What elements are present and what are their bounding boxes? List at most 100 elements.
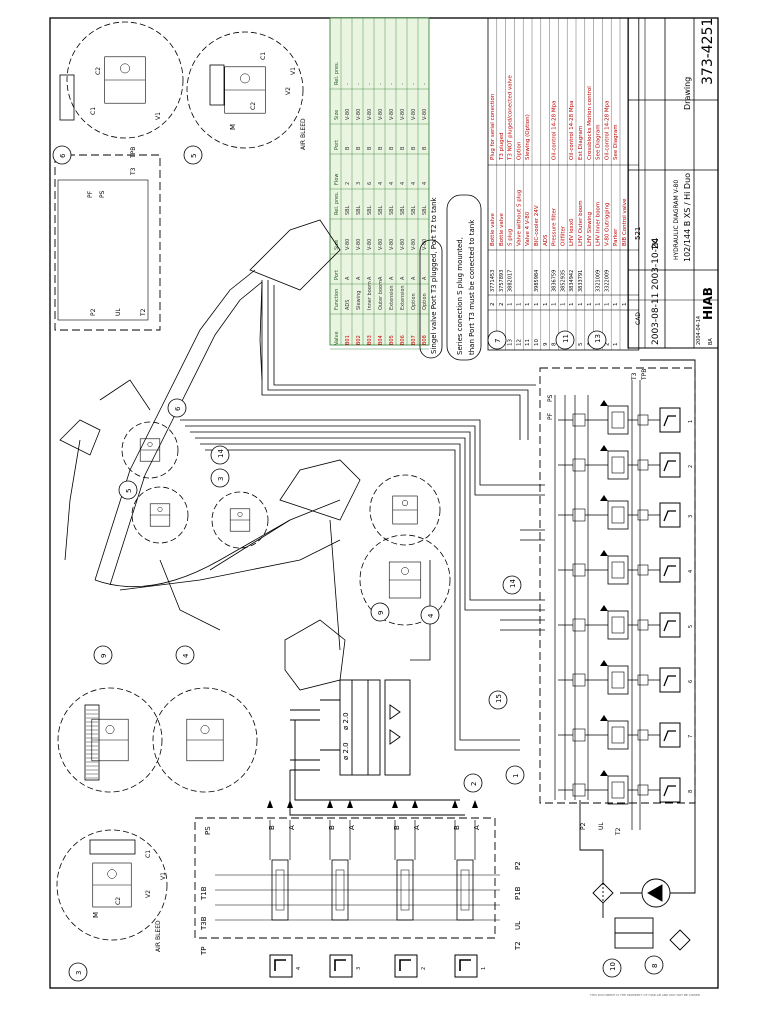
function-cell: SBL xyxy=(367,205,373,215)
outrigger-number: 1 xyxy=(481,967,487,970)
function-cell: V-80 xyxy=(400,109,406,120)
valve-spool xyxy=(611,616,625,634)
detail-circle-9 xyxy=(57,687,163,793)
outrigger-lever xyxy=(399,959,411,971)
outrigger-port-b: B xyxy=(453,825,461,830)
outrigger-port-b: B xyxy=(328,825,336,830)
port-ps-left: PS xyxy=(99,190,106,198)
function-cell: Extension xyxy=(400,285,406,310)
function-cell: V-80 xyxy=(367,109,373,120)
orifice-label-1: ø 2.0 xyxy=(342,712,350,730)
parts-qty: 1 xyxy=(560,303,566,307)
callout-number: 10 xyxy=(609,962,617,971)
detail-circle-4-small xyxy=(359,534,451,626)
detail-check xyxy=(237,511,243,517)
detail-circle-3-small xyxy=(211,491,269,549)
function-cell: V-80 xyxy=(422,239,428,250)
outrigger-port-b: B xyxy=(393,825,401,830)
function-cell: B08 xyxy=(422,335,428,345)
parts-qty: 1 xyxy=(569,303,575,307)
function-cell: B xyxy=(400,146,406,150)
parts-item: Valve 4 V-80 xyxy=(525,211,531,246)
port-ul-left: UL xyxy=(115,308,122,316)
drawing-code: 521 xyxy=(634,227,642,240)
function-cell: V-80 xyxy=(367,239,373,250)
valve-handle xyxy=(659,502,681,528)
detail-check xyxy=(107,869,117,879)
valve-section xyxy=(607,405,629,435)
function-cell: 3 xyxy=(356,182,362,185)
parts-item: Oilfilter xyxy=(560,225,566,246)
cooler-symbol xyxy=(669,929,691,951)
detail-check xyxy=(401,499,409,507)
port-ul: UL xyxy=(598,822,605,830)
pump-group xyxy=(579,359,696,951)
parts-desc: See Diagram xyxy=(596,124,602,160)
detail-check xyxy=(200,725,210,735)
function-cell: B05 xyxy=(389,335,395,345)
check-valve xyxy=(572,508,586,522)
parts-qty: 1 xyxy=(534,303,540,307)
parts-item: LHV Slewing xyxy=(587,212,593,246)
outrigger-number: 3 xyxy=(356,967,362,970)
callout-bubble xyxy=(644,955,664,975)
port-c2-3: C2 xyxy=(95,67,102,75)
port-ul-outrigger: UL xyxy=(514,921,522,930)
outrigger-cylinders: ø 2.0 ø 2.0 xyxy=(289,679,465,816)
check-valve xyxy=(572,563,586,577)
cylinder-icon xyxy=(89,839,136,855)
relief-valve xyxy=(637,564,649,576)
outrigger-arrow xyxy=(412,800,418,808)
port-c1-3: C1 xyxy=(90,107,97,115)
parts-qty: 1 xyxy=(508,303,514,307)
parts-item: Bottle valve xyxy=(499,212,505,246)
function-header: Size xyxy=(334,110,340,120)
parts-desc: T3 pluged xyxy=(499,133,505,161)
port-arrow xyxy=(600,715,608,721)
valve-handle xyxy=(659,667,681,693)
outrigger-number: 2 xyxy=(421,967,427,970)
callout-number: 7 xyxy=(494,339,502,343)
callout-number: 14 xyxy=(217,449,225,458)
ads-panel xyxy=(84,704,100,781)
parts-number: 3833791 xyxy=(578,270,584,292)
check-valve xyxy=(572,728,586,742)
function-cell: B xyxy=(356,146,362,150)
outrigger-lever xyxy=(459,959,471,971)
parts-number: 3852935 xyxy=(560,270,566,292)
parts-qty: 1 xyxy=(587,303,593,307)
parts-number: 3757893 xyxy=(499,270,505,292)
function-cell: 4 xyxy=(411,182,417,185)
detail-circle-3 xyxy=(56,829,168,941)
function-cell: V-80 xyxy=(378,109,384,120)
initials: TK xyxy=(651,239,660,251)
function-cell: A xyxy=(378,276,384,280)
callout-bubble xyxy=(587,330,607,350)
valve-spool xyxy=(611,456,625,474)
check-valve xyxy=(572,458,586,472)
function-cell: B xyxy=(367,146,373,150)
function-cell: Extension xyxy=(389,285,395,310)
port-ps-outrigger: PS xyxy=(204,826,212,835)
drawing-number: 373-4251 xyxy=(700,18,716,85)
note-series-2: than Port T3 must be conected to tank xyxy=(468,219,476,355)
parts-number: 3322009 xyxy=(604,270,610,292)
function-cell: V-80 xyxy=(389,109,395,120)
parts-number: 3836759 xyxy=(552,270,558,292)
function-cell: A xyxy=(345,276,351,280)
revision-mark: BA xyxy=(708,338,714,345)
detail-check xyxy=(240,73,250,84)
function-cell: Inner boom xyxy=(367,281,373,310)
function-cell: V-80 xyxy=(411,239,417,250)
valve-section xyxy=(607,500,629,530)
parts-item: Pressure filter xyxy=(552,207,558,246)
drawing-title-1: HYDRAULIC DIAGRAM V-80 xyxy=(673,180,680,260)
function-cell: - xyxy=(422,83,428,85)
relief-valve xyxy=(637,414,649,426)
relief-valve xyxy=(637,784,649,796)
parts-qty: 2 xyxy=(499,303,505,307)
air-bleed-label-1: AIR BLEED xyxy=(155,920,162,952)
